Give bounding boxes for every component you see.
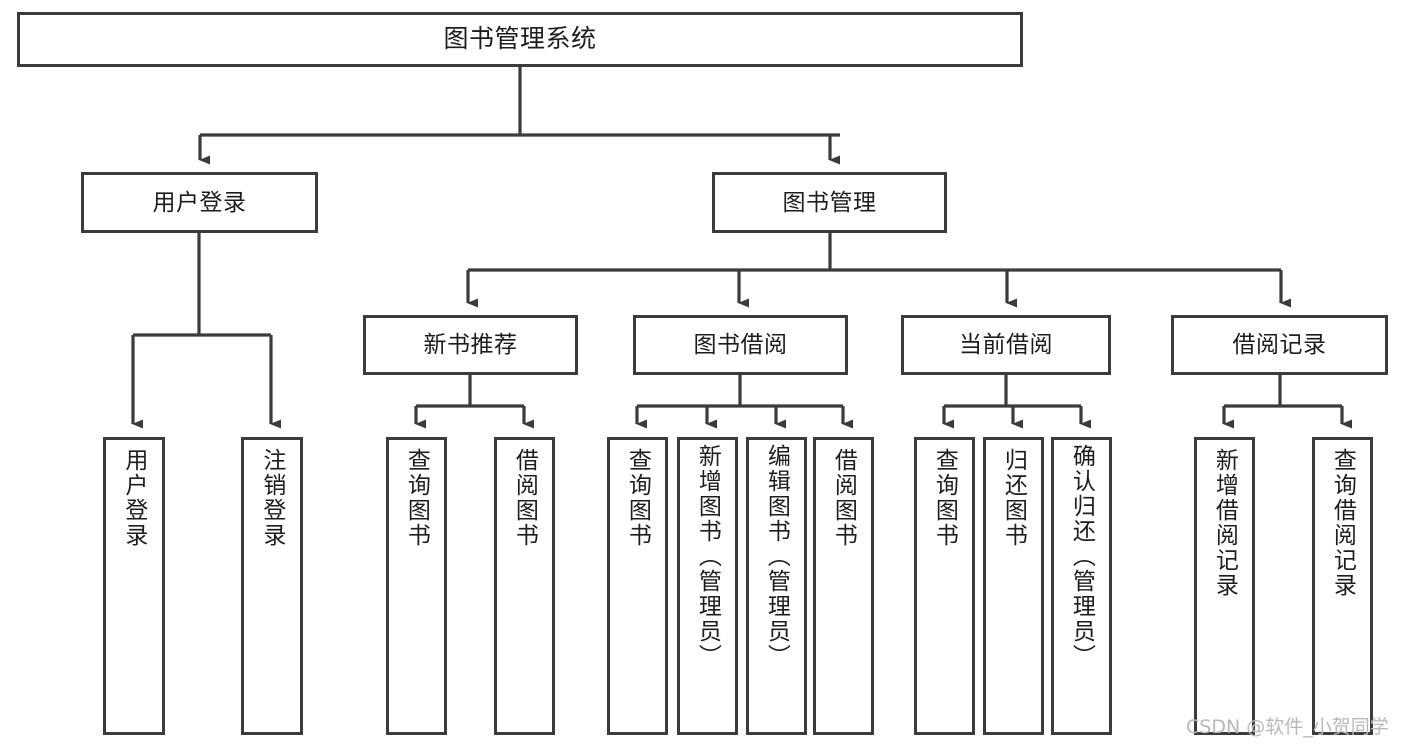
node-leaf-confirm-return[interactable]: 确认归还（管理员） <box>1051 437 1112 735</box>
node-leaf-query-book-3[interactable]: 查询图书 <box>914 437 975 735</box>
node-leaf-query-book-2[interactable]: 查询图书 <box>607 437 668 735</box>
node-label: 新书推荐 <box>423 331 518 358</box>
node-book-borrow[interactable]: 图书借阅 <box>633 315 848 375</box>
node-label: 借阅图书 <box>831 448 858 548</box>
node-leaf-user-login[interactable]: 用户登录 <box>103 437 165 735</box>
node-leaf-edit-book[interactable]: 编辑图书（管理员） <box>746 437 807 735</box>
node-new-book-recommend[interactable]: 新书推荐 <box>363 315 578 375</box>
node-label: 注销登录 <box>259 448 286 548</box>
node-label: 用户登录 <box>152 188 247 215</box>
node-label: 借阅图书 <box>512 448 539 548</box>
node-label: 图书借阅 <box>693 331 788 358</box>
node-label: 查询图书 <box>404 448 431 548</box>
node-leaf-return-book[interactable]: 归还图书 <box>983 437 1044 735</box>
node-user-login[interactable]: 用户登录 <box>81 172 318 233</box>
node-label: 新增借阅记录 <box>1212 448 1239 598</box>
node-book-manage[interactable]: 图书管理 <box>712 172 947 233</box>
node-label: 用户登录 <box>121 448 148 548</box>
node-leaf-borrow-book-2[interactable]: 借阅图书 <box>813 437 874 735</box>
node-label: 当前借阅 <box>959 331 1053 358</box>
node-leaf-borrow-book-1[interactable]: 借阅图书 <box>494 437 555 735</box>
node-leaf-add-book[interactable]: 新增图书（管理员） <box>677 437 738 735</box>
node-label: 确认归还（管理员） <box>1069 444 1096 669</box>
node-leaf-query-record[interactable]: 查询借阅记录 <box>1312 437 1373 735</box>
node-leaf-logout[interactable]: 注销登录 <box>241 437 303 735</box>
node-label: 借阅记录 <box>1232 331 1327 358</box>
node-label: 图书管理 <box>782 188 877 215</box>
node-leaf-add-record[interactable]: 新增借阅记录 <box>1194 437 1255 735</box>
node-current-borrow[interactable]: 当前借阅 <box>901 315 1111 375</box>
node-label: 查询图书 <box>625 448 652 548</box>
node-label: 图书管理系统 <box>443 24 597 53</box>
node-borrow-record[interactable]: 借阅记录 <box>1171 315 1388 375</box>
node-label: 新增图书（管理员） <box>695 444 722 669</box>
node-label: 查询借阅记录 <box>1330 448 1357 598</box>
csdn-watermark: CSDN @软件_小贺同学 <box>1186 716 1389 738</box>
node-label: 编辑图书（管理员） <box>764 444 791 669</box>
node-leaf-query-book-1[interactable]: 查询图书 <box>386 437 447 735</box>
node-root-system[interactable]: 图书管理系统 <box>17 12 1023 67</box>
node-label: 归还图书 <box>1001 448 1028 548</box>
node-label: 查询图书 <box>932 448 959 548</box>
